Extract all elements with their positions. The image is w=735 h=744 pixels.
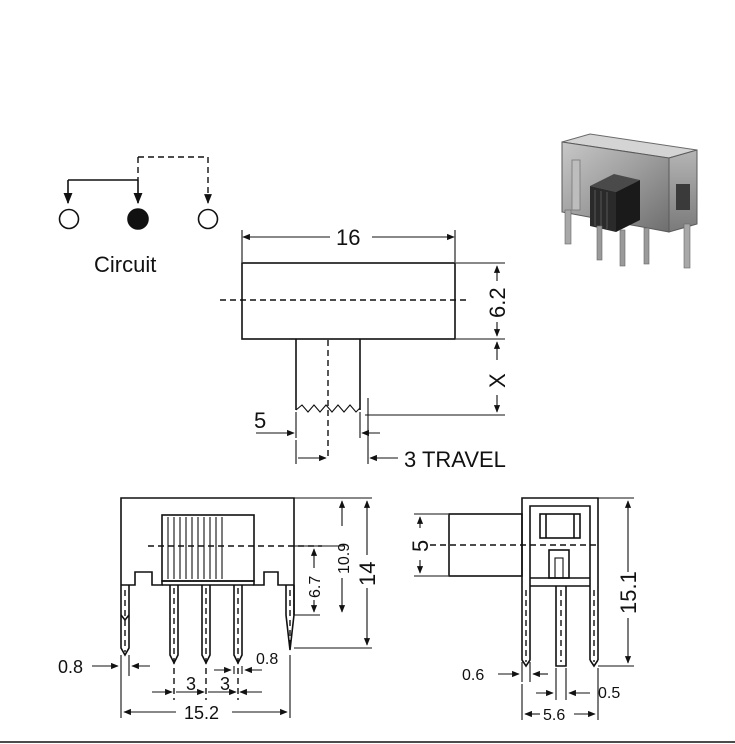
front-h3-label: 14 (355, 562, 380, 586)
side-width-label: 5.6 (543, 707, 565, 724)
side-height-label: 15.1 (616, 571, 641, 614)
top-travel-label: 3 TRAVEL (404, 447, 506, 472)
circuit-terminal-right (197, 208, 219, 230)
side-actuator-label: 5 (408, 540, 433, 552)
top-width-label: 16 (336, 225, 360, 250)
front-pitch-label-1: 3 (186, 674, 196, 694)
side-view: 5 15.1 0.6 0.5 (408, 497, 641, 724)
circuit-diagram: Circuit (58, 156, 219, 277)
top-actuator-label: 5 (254, 408, 266, 433)
front-pitch-label-2: 3 (220, 674, 230, 694)
circuit-terminal-left (58, 208, 80, 230)
top-view: 16 6.2 X 5 3 TRAVEL (220, 225, 510, 472)
front-view: 6.7 10.9 14 0.8 0.8 3 3 15.2 (58, 497, 380, 723)
side-pin-label: 0.6 (462, 667, 484, 684)
front-h2-label: 10.9 (336, 543, 353, 574)
top-x-label: X (485, 373, 510, 388)
side-pin-label-right: 0.5 (598, 685, 620, 702)
slide-switch-photo-icon (561, 133, 698, 269)
front-width-label: 15.2 (184, 703, 219, 723)
front-pin-width-label-right: 0.8 (256, 651, 278, 668)
front-knob-ribs (167, 517, 223, 579)
circuit-label: Circuit (94, 252, 156, 277)
front-h1-label: 6.7 (307, 576, 324, 598)
front-pin-width-label: 0.8 (58, 657, 83, 677)
circuit-terminal-common (127, 208, 149, 230)
top-height-label: 6.2 (485, 287, 510, 318)
